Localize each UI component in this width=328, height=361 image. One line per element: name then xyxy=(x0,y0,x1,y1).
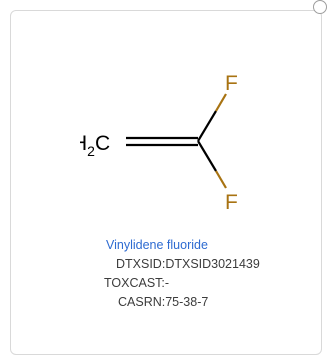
toxcast-label: TOXCAST: xyxy=(104,276,165,290)
chemical-name-row: Vinylidene fluoride xyxy=(106,236,208,255)
bond-upper-black xyxy=(197,110,217,142)
atom-f-bottom: F xyxy=(225,191,238,214)
toxcast-value: - xyxy=(164,276,170,290)
chemical-name-link[interactable]: Vinylidene fluoride xyxy=(106,238,208,252)
casrn-row: CASRN:75-38-7 xyxy=(118,293,208,312)
atom-h2c: H2C xyxy=(80,132,110,159)
dtxsid-value: DTXSID3021439 xyxy=(165,257,260,271)
toxcast-row: TOXCAST:- xyxy=(104,274,169,293)
select-radio-icon[interactable] xyxy=(313,0,327,14)
bond-upper-f xyxy=(215,93,227,112)
chemical-structure-image: H2C F F xyxy=(80,70,260,220)
chemical-card[interactable] xyxy=(10,10,322,355)
atom-f-top: F xyxy=(225,72,238,95)
bond-lower-black xyxy=(197,140,217,172)
casrn-label: CASRN: xyxy=(118,295,166,309)
bond-lower-f xyxy=(215,170,227,189)
dtxsid-label: DTXSID: xyxy=(116,257,166,271)
casrn-value: 75-38-7 xyxy=(165,295,209,309)
dtxsid-row: DTXSID:DTXSID3021439 xyxy=(116,255,260,274)
structure-svg: H2C F F xyxy=(80,72,238,214)
